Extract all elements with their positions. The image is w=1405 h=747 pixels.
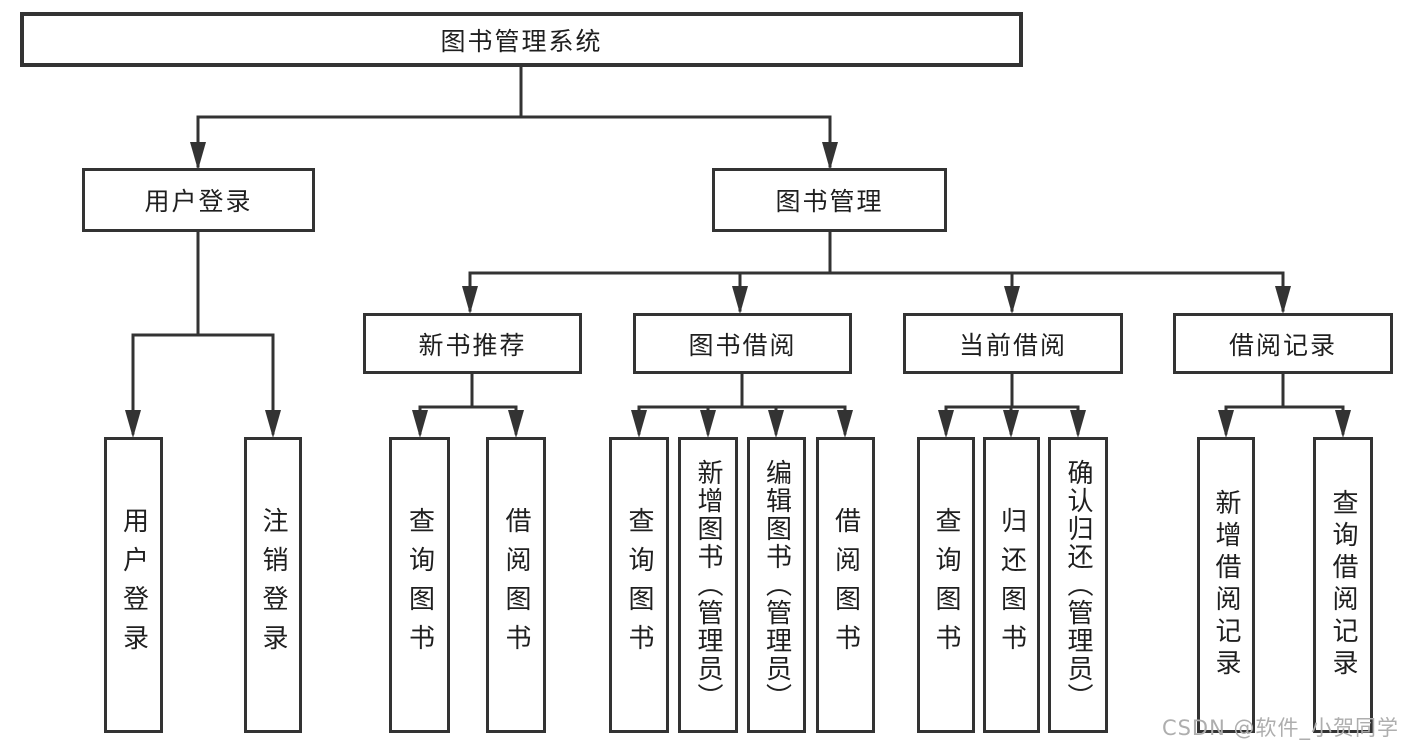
arrowhead-icon [768,410,784,438]
leaf-bookborrow-add-label: 新增图书（管理员） [693,459,723,711]
arrowhead-icon [732,286,748,314]
leaf-records-add-label: 新增借阅记录 [1211,489,1241,681]
node-user-login-label: 用户登录 [144,187,253,216]
node-book-borrow: 图书借阅 [633,313,852,374]
arrowhead-icon [508,410,524,438]
connector-new-books-to-leaves [418,372,518,435]
arrowhead-icon [1070,410,1086,438]
arrowheads [125,142,1351,438]
node-user-login: 用户登录 [82,168,315,232]
node-borrow-records: 借阅记录 [1173,313,1393,374]
leaf-records-add: 新增借阅记录 [1197,437,1255,733]
node-root-label: 图书管理系统 [440,26,603,56]
leaf-newbooks-query: 查询图书 [389,437,450,733]
node-new-books-label: 新书推荐 [418,330,527,360]
arrowhead-icon [1218,410,1234,438]
leaf-user-login: 用户登录 [104,437,163,733]
arrowhead-icon [125,410,141,438]
leaf-currentborrow-confirm: 确认归还（管理员） [1048,437,1108,733]
node-root: 图书管理系统 [20,12,1023,67]
connector-root-to-level2 [196,65,832,168]
arrowhead-icon [265,410,281,438]
arrowhead-icon [938,410,954,438]
node-book-management: 图书管理 [712,168,947,232]
node-borrow-records-label: 借阅记录 [1228,330,1337,360]
arrowhead-icon [837,410,853,438]
leaf-bookborrow-borrow-label: 借阅图书 [830,507,861,663]
connector-book-borrow-to-leaves [637,372,847,435]
leaf-currentborrow-confirm-label: 确认归还（管理员） [1063,459,1093,711]
arrowhead-icon [1275,286,1291,314]
leaf-bookborrow-borrow: 借阅图书 [816,437,875,733]
node-book-management-label: 图书管理 [775,187,884,216]
leaf-logout-label: 注销登录 [258,507,288,663]
leaf-records-query-label: 查询借阅记录 [1328,489,1358,681]
node-current-borrow-label: 当前借阅 [958,330,1067,360]
arrowhead-icon [1003,410,1019,438]
arrowhead-icon [822,142,838,170]
connector-user-login-to-leaves [131,230,275,435]
arrowhead-icon [412,410,428,438]
node-book-borrow-label: 图书借阅 [688,330,797,360]
leaf-newbooks-borrow-label: 借阅图书 [501,507,531,663]
arrowhead-icon [1335,410,1351,438]
leaf-currentborrow-return: 归还图书 [983,437,1040,733]
arrowhead-icon [462,286,478,314]
arrowhead-icon [190,142,206,170]
leaf-bookborrow-edit: 编辑图书（管理员） [747,437,806,733]
leaf-currentborrow-query-label: 查询图书 [931,507,961,663]
node-new-books: 新书推荐 [363,313,582,374]
leaf-records-query: 查询借阅记录 [1313,437,1373,733]
connector-book-management-to-level3 [468,230,1285,312]
leaf-bookborrow-query-label: 查询图书 [624,507,654,663]
leaf-bookborrow-edit-label: 编辑图书（管理员） [761,459,792,711]
leaf-currentborrow-query: 查询图书 [917,437,975,733]
leaf-newbooks-borrow: 借阅图书 [486,437,546,733]
arrowhead-icon [1004,286,1020,314]
leaf-user-login-label: 用户登录 [118,507,149,663]
arrowhead-icon [631,410,647,438]
node-current-borrow: 当前借阅 [903,313,1123,374]
leaf-logout: 注销登录 [244,437,302,733]
arrowhead-icon [700,410,716,438]
leaf-currentborrow-return-label: 归还图书 [996,507,1027,663]
leaf-bookborrow-add: 新增图书（管理员） [678,437,738,733]
connector-borrow-records-to-leaves [1224,372,1345,435]
leaf-bookborrow-query: 查询图书 [609,437,669,733]
leaf-newbooks-query-label: 查询图书 [404,507,435,663]
